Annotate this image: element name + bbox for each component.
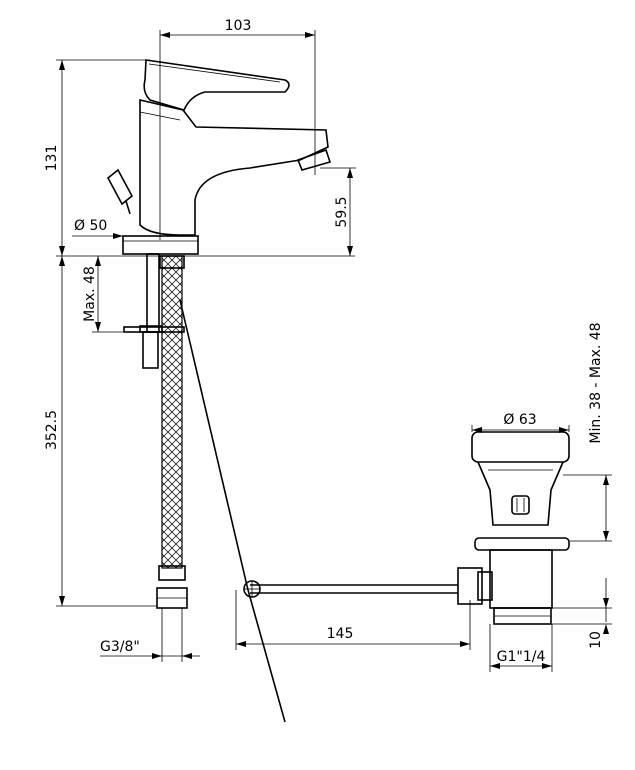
flexible-hose xyxy=(161,255,183,569)
dim-basin-thickness: Min. 38 - Max. 48 xyxy=(588,322,604,443)
shank-and-hoses xyxy=(123,253,286,723)
dim-deck-thickness: Max. 48 xyxy=(82,266,98,322)
dim-waste-diameter: Ø 63 xyxy=(503,412,536,428)
popup-knob xyxy=(106,168,134,215)
dim-waste-thread-height: 10 xyxy=(588,631,604,649)
dim-hose-thread: G3/8" xyxy=(100,639,140,655)
faucet-body xyxy=(106,59,332,255)
dim-waste-thread: G1"1/4 xyxy=(497,649,546,665)
dim-hose-length: 352.5 xyxy=(44,410,60,450)
dim-base-diameter: Ø 50 xyxy=(74,218,107,234)
dim-width-top: 103 xyxy=(225,18,252,34)
dim-spout-height: 59.5 xyxy=(334,196,350,227)
waste-assembly xyxy=(243,431,570,625)
dim-rod-length: 145 xyxy=(327,626,354,642)
dim-height-total: 131 xyxy=(44,145,60,172)
dimension-lines xyxy=(56,30,612,672)
